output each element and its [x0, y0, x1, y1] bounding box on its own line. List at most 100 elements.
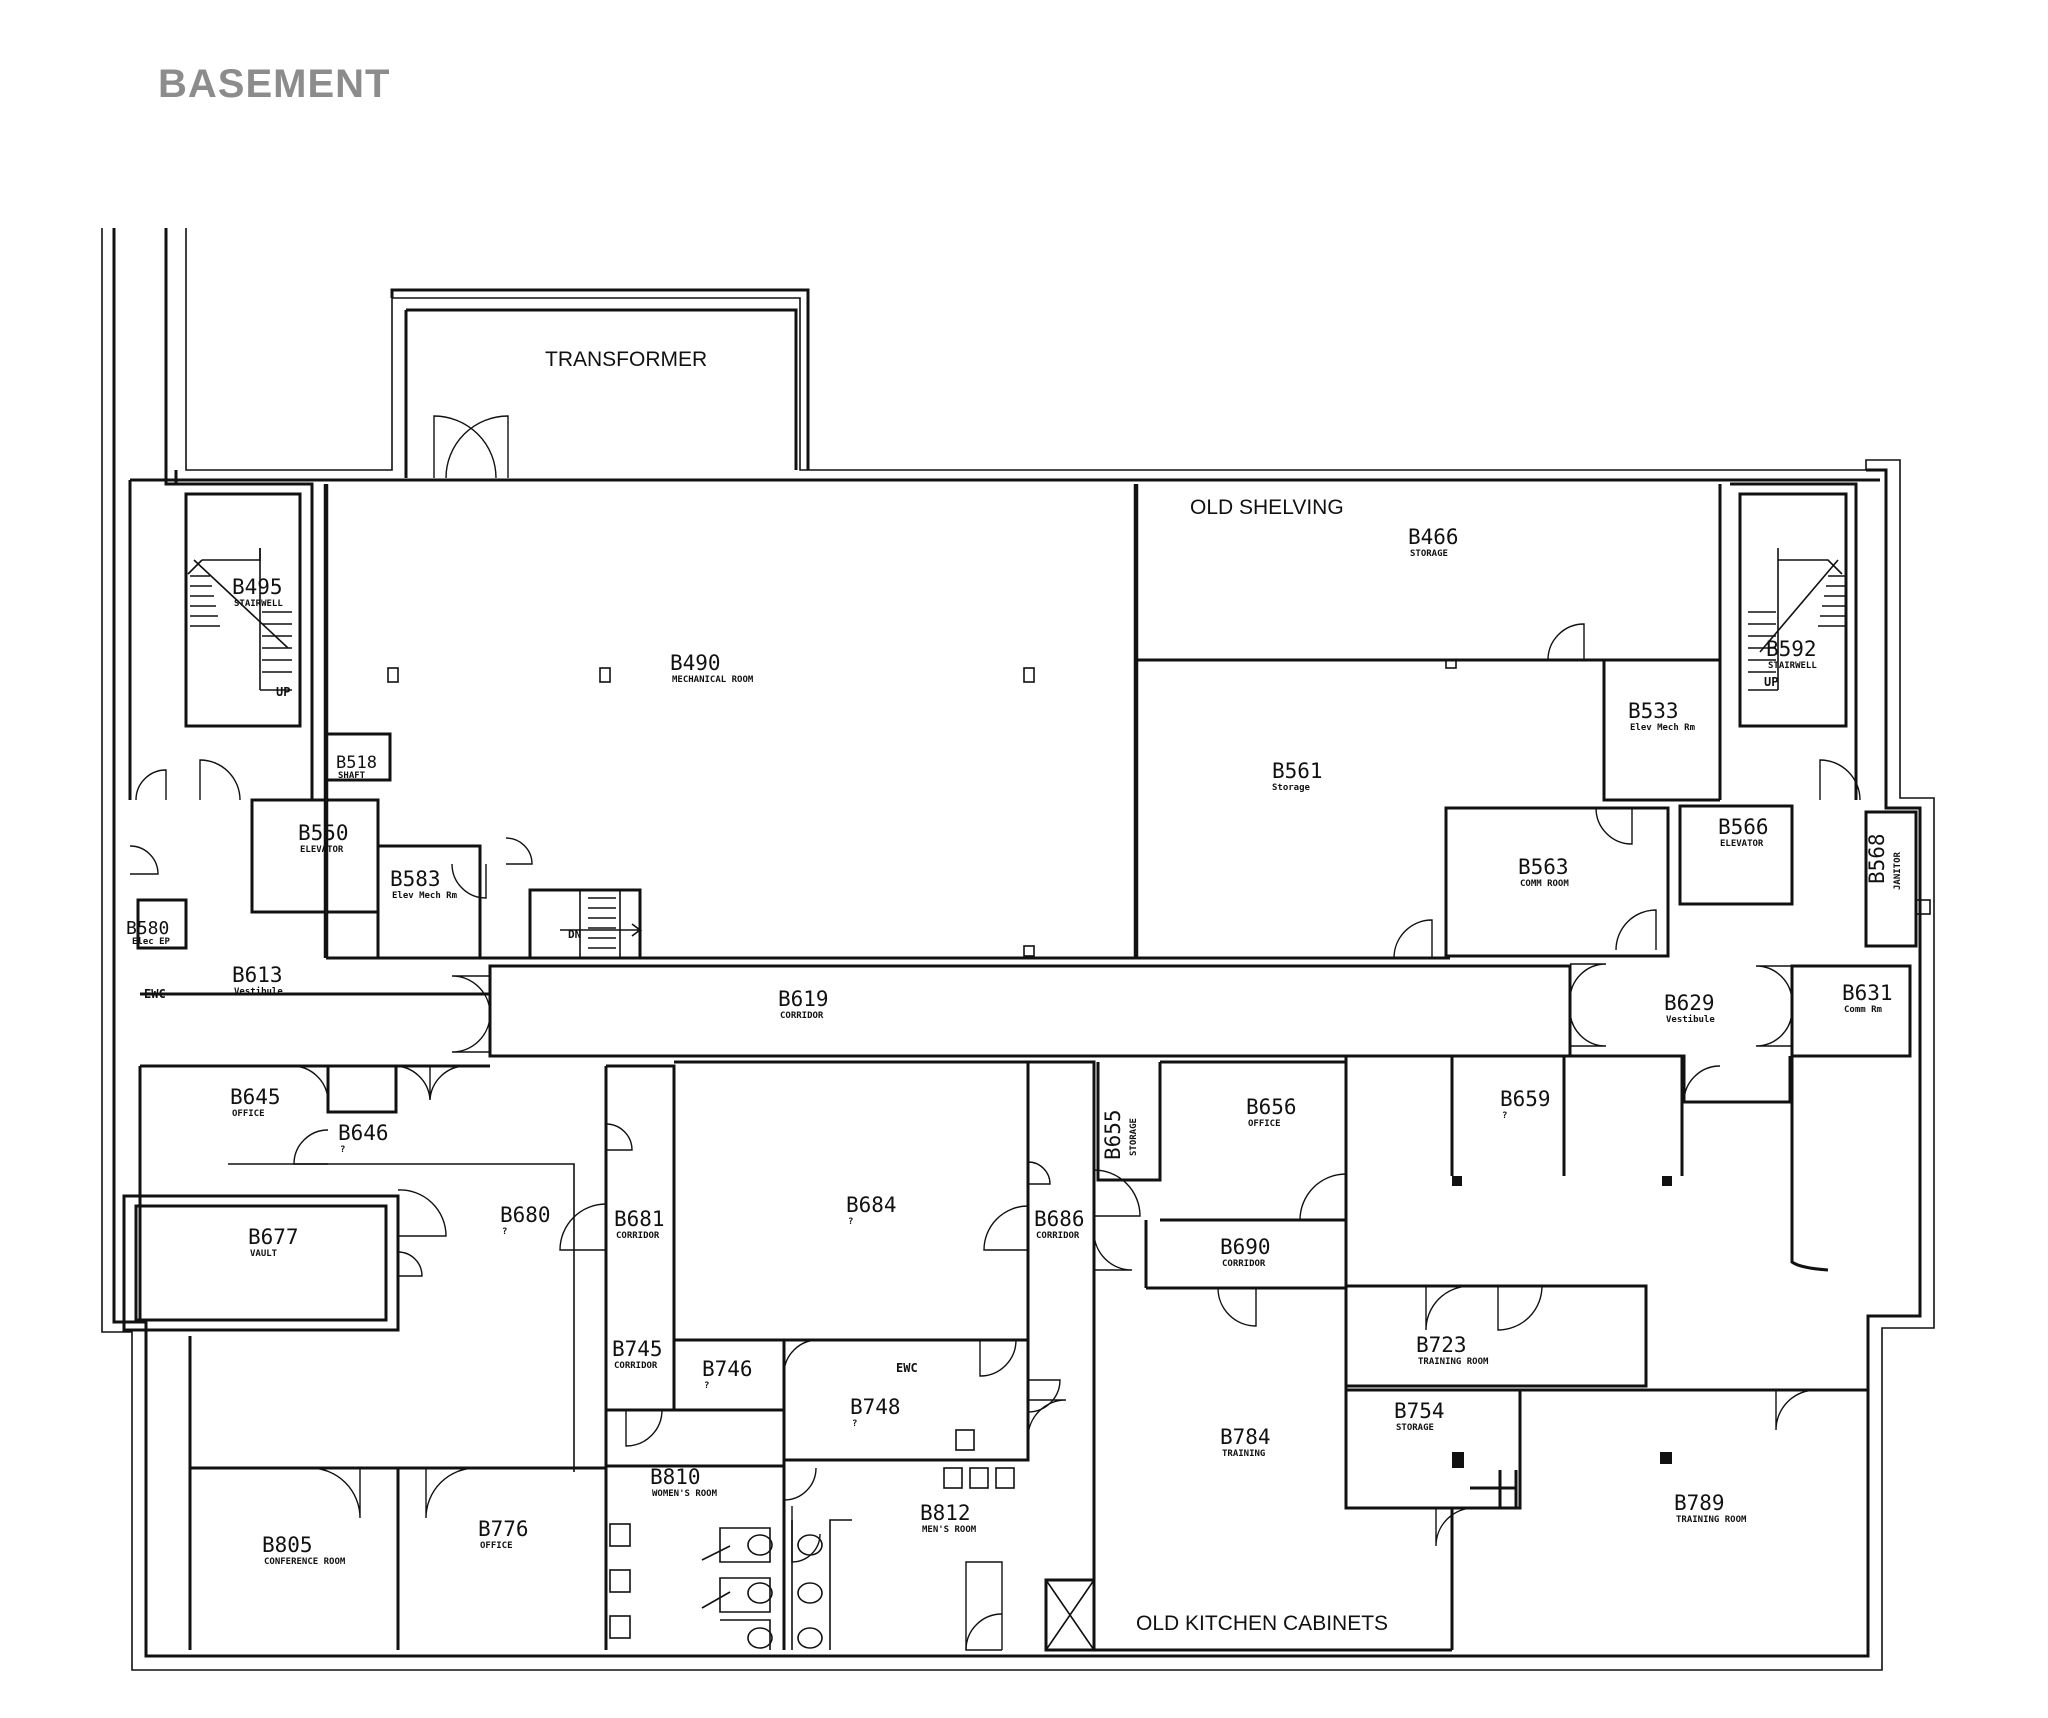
svg-text:B681: B681	[614, 1207, 665, 1231]
svg-text:TRAINING ROOM: TRAINING ROOM	[1676, 1515, 1747, 1525]
room-B568: B568 JANITOR	[1865, 833, 1903, 890]
note-transformer: TRANSFORMER	[545, 348, 707, 371]
plan-notes: TRANSFORMER OLD SHELVING OLD KITCHEN CAB…	[144, 348, 1778, 1635]
svg-text:B646: B646	[338, 1121, 389, 1145]
note-ewc-center: EWC	[896, 1361, 918, 1375]
room-B659: B659?	[1500, 1087, 1551, 1121]
svg-text:B619: B619	[778, 987, 829, 1011]
svg-text:B631: B631	[1842, 981, 1893, 1005]
svg-text:Elev Mech Rm: Elev Mech Rm	[1630, 723, 1696, 733]
svg-text:STORAGE: STORAGE	[1129, 1118, 1139, 1156]
svg-text:CONFERENCE ROOM: CONFERENCE ROOM	[264, 1557, 346, 1567]
stairs-right	[1748, 548, 1846, 691]
svg-text:ELEVATOR: ELEVATOR	[1720, 839, 1764, 849]
svg-text:CORRIDOR: CORRIDOR	[616, 1231, 660, 1241]
svg-text:JANITOR: JANITOR	[1893, 851, 1903, 890]
svg-text:MEN'S ROOM: MEN'S ROOM	[922, 1525, 977, 1535]
svg-text:?: ?	[848, 1217, 853, 1227]
svg-text:?: ?	[502, 1227, 507, 1237]
room-B655: B655 STORAGE	[1101, 1109, 1139, 1160]
svg-text:B656: B656	[1246, 1095, 1297, 1119]
svg-text:B533: B533	[1628, 699, 1679, 723]
note-ewc-left: EWC	[144, 987, 166, 1001]
svg-text:B629: B629	[1664, 991, 1715, 1015]
svg-text:?: ?	[852, 1419, 857, 1429]
svg-text:B745: B745	[612, 1337, 663, 1361]
svg-text:OFFICE: OFFICE	[480, 1541, 513, 1551]
svg-text:B659: B659	[1500, 1087, 1551, 1111]
svg-text:ELEVATOR: ELEVATOR	[300, 845, 344, 855]
svg-text:B613: B613	[232, 963, 283, 987]
page-title: BASEMENT	[158, 62, 391, 106]
svg-text:WOMEN'S ROOM: WOMEN'S ROOM	[652, 1489, 718, 1499]
interior-walls	[122, 482, 1918, 1652]
svg-text:B645: B645	[230, 1085, 281, 1109]
svg-text:STAIRWELL: STAIRWELL	[1768, 661, 1817, 671]
note-dn: DN	[568, 928, 581, 941]
svg-text:?: ?	[704, 1381, 709, 1391]
svg-text:B776: B776	[478, 1517, 529, 1541]
room-B684: B684?	[846, 1193, 897, 1227]
stairs	[187, 548, 1846, 958]
note-old-kitchen-cabinets: OLD KITCHEN CABINETS	[1136, 1612, 1388, 1635]
svg-text:B805: B805	[262, 1533, 313, 1557]
svg-text:B789: B789	[1674, 1491, 1725, 1515]
svg-text:?: ?	[1502, 1111, 1507, 1121]
stairs-left	[187, 548, 292, 691]
svg-text:CORRIDOR: CORRIDOR	[780, 1011, 824, 1021]
svg-text:B580: B580	[126, 918, 169, 939]
svg-text:B518: B518	[336, 753, 377, 773]
svg-text:COMM ROOM: COMM ROOM	[1520, 879, 1569, 889]
svg-text:B686: B686	[1034, 1207, 1085, 1231]
note-up-left: UP	[276, 685, 290, 699]
svg-text:B583: B583	[390, 867, 441, 891]
svg-text:B690: B690	[1220, 1235, 1271, 1259]
svg-text:?: ?	[340, 1145, 345, 1155]
svg-text:B568: B568	[1865, 833, 1889, 884]
svg-text:STAIRWELL: STAIRWELL	[234, 599, 283, 609]
svg-text:B550: B550	[298, 821, 349, 845]
note-old-shelving: OLD SHELVING	[1190, 496, 1344, 519]
outer-walls	[101, 228, 1935, 1671]
svg-text:B784: B784	[1220, 1425, 1271, 1449]
svg-text:Elec EP: Elec EP	[132, 937, 171, 947]
svg-text:B655: B655	[1101, 1109, 1125, 1160]
svg-text:B490: B490	[670, 651, 721, 675]
svg-text:CORRIDOR: CORRIDOR	[614, 1361, 658, 1371]
svg-text:B680: B680	[500, 1203, 551, 1227]
svg-text:B723: B723	[1416, 1333, 1467, 1357]
svg-text:SHAFT: SHAFT	[338, 771, 366, 781]
svg-text:OFFICE: OFFICE	[232, 1109, 265, 1119]
svg-text:B466: B466	[1408, 525, 1459, 549]
doors	[129, 415, 1861, 1651]
svg-text:B754: B754	[1394, 1399, 1445, 1423]
svg-text:B684: B684	[846, 1193, 897, 1217]
svg-text:Vestibule: Vestibule	[1666, 1014, 1715, 1025]
room-B680: B680?	[500, 1203, 551, 1237]
svg-text:Vestibule: Vestibule	[234, 986, 283, 997]
svg-text:CORRIDOR: CORRIDOR	[1036, 1231, 1080, 1241]
svg-text:STORAGE: STORAGE	[1410, 549, 1448, 559]
note-up-right: UP	[1764, 675, 1778, 689]
svg-text:B566: B566	[1718, 815, 1769, 839]
